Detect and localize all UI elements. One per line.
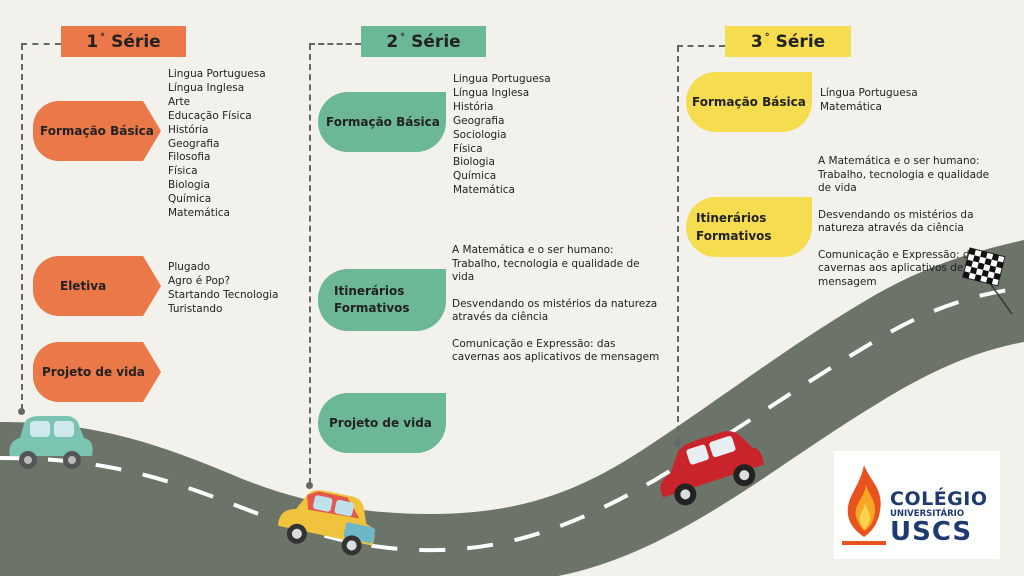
list-item: Língua Portuguesa [820,87,918,99]
list-item: Plugado [168,261,211,273]
list-item: Desvendando os mistérios da natureza atr… [452,297,658,324]
list-item: Comunicação e Expressão: das cavernas ao… [452,337,660,364]
connector-line [21,44,23,410]
serie-1-eletiva-list: Plugado Agro é Pop? Startando Tecnologia… [168,261,278,317]
list-item: Educação Física [168,109,252,122]
list-item: Agro é Pop? [168,274,231,287]
degree-mark: ° [100,32,106,43]
list-item: Língua Inglesa [168,81,245,94]
list-item: A Matemática e o ser humano: Trabalho, t… [452,244,640,283]
checkered-flag-icon [962,247,1013,315]
serie-3-formacao-basica: Formação Básica [686,72,812,132]
serie-3-itinerarios-formativos: Itinerários Formativos [686,197,812,257]
formacao-basica-label: Formação Básica [40,124,154,138]
itinerarios-label-line1: Itinerários [334,284,405,298]
serie-3-label: Série [775,31,826,52]
connector-line [21,43,61,45]
serie-2-projeto-de-vida: Projeto de vida [318,393,446,453]
serie-2-formacao-list: Lingua Portuguesa Língua Inglesa Históri… [453,73,551,198]
serie-3-itinerarios-list: A Matemática e o ser humano: Trabalho, t… [818,155,1004,302]
connector-dot [18,408,25,415]
formacao-basica-label: Formação Básica [326,115,440,129]
degree-mark: ° [400,32,406,43]
yellow-car-icon [278,490,376,556]
serie-2-number: 2 [386,31,399,52]
list-item: Comunicação e Expressão: das cavernas ao… [818,248,982,288]
degree-mark: ° [764,32,770,43]
projeto-de-vida-label: Projeto de vida [42,365,145,379]
serie-1-projeto-de-vida: Projeto de vida [33,342,161,402]
red-car-icon [660,431,764,506]
connector-line [677,45,725,47]
list-item: História [168,123,209,136]
itinerarios-label-line2: Formativos [696,229,772,243]
list-item: Desvendando os mistérios da natureza atr… [818,208,974,235]
list-item: Física [168,165,198,178]
serie-2-label: Série [411,31,461,52]
list-item: Startando Tecnologia [168,288,279,301]
list-item: Química [453,170,497,183]
green-car-icon [9,416,93,469]
list-item: A Matemática e o ser humano: Trabalho, t… [818,155,990,194]
logo-text-uscs: USCS [890,517,973,547]
connector-dot [306,482,313,489]
logo-text-colegio: COLÉGIO [890,488,988,510]
list-item: Química [168,193,212,206]
list-item: Matemática [453,184,515,197]
list-item: Turistando [168,302,223,315]
uscs-logo: COLÉGIO UNIVERSITÁRIO USCS [834,451,1000,559]
serie-2-itinerarios-formativos: Itinerários Formativos [318,269,446,331]
itinerarios-label-line2: Formativos [334,301,410,315]
serie-1-label: Série [111,31,161,52]
flame-icon [842,465,886,545]
list-item: História [453,100,494,113]
road-surface [0,240,1024,576]
serie-2-header: 2° Série [361,26,486,57]
road-lane-markings [0,286,1024,553]
serie-3-formacao-list: Língua Portuguesa Matemática [820,87,918,115]
serie-1-formacao-basica: Formação Básica [33,101,161,161]
serie-1-eletiva: Eletiva [33,256,161,316]
eletiva-label: Eletiva [60,279,107,293]
list-item: Filosofia [168,151,211,164]
list-item: Geografia [168,137,220,150]
list-item: Arte [168,95,191,108]
projeto-de-vida-label: Projeto de vida [329,416,432,430]
connector-line [309,44,311,484]
list-item: Matemática [820,100,882,113]
serie-3-number: 3 [750,31,763,52]
serie-2-itinerarios-list: A Matemática e o ser humano: Trabalho, t… [452,244,664,378]
list-item: Língua Inglesa [453,86,530,99]
connector-line [677,46,679,442]
list-item: Geografia [453,114,505,127]
itinerarios-label-line1: Itinerários [696,211,767,225]
connector-line [309,43,361,45]
serie-1-formacao-list: Lingua Portuguesa Língua Inglesa Arte Ed… [168,68,266,221]
formacao-basica-label: Formação Básica [692,95,806,109]
list-item: Lingua Portuguesa [168,68,266,80]
serie-2-formacao-basica: Formação Básica [318,92,446,152]
list-item: Sociologia [453,128,507,141]
list-item: Matemática [168,207,230,220]
serie-3-header: 3° Série [725,26,851,57]
serie-1-number: 1 [86,31,99,52]
connector-dot [674,440,681,447]
list-item: Física [453,142,483,155]
logo-text-universitario: UNIVERSITÁRIO [890,509,965,519]
serie-1-header: 1° Série [61,26,186,57]
list-item: Biologia [453,156,495,169]
list-item: Biologia [168,179,210,192]
list-item: Lingua Portuguesa [453,73,551,85]
